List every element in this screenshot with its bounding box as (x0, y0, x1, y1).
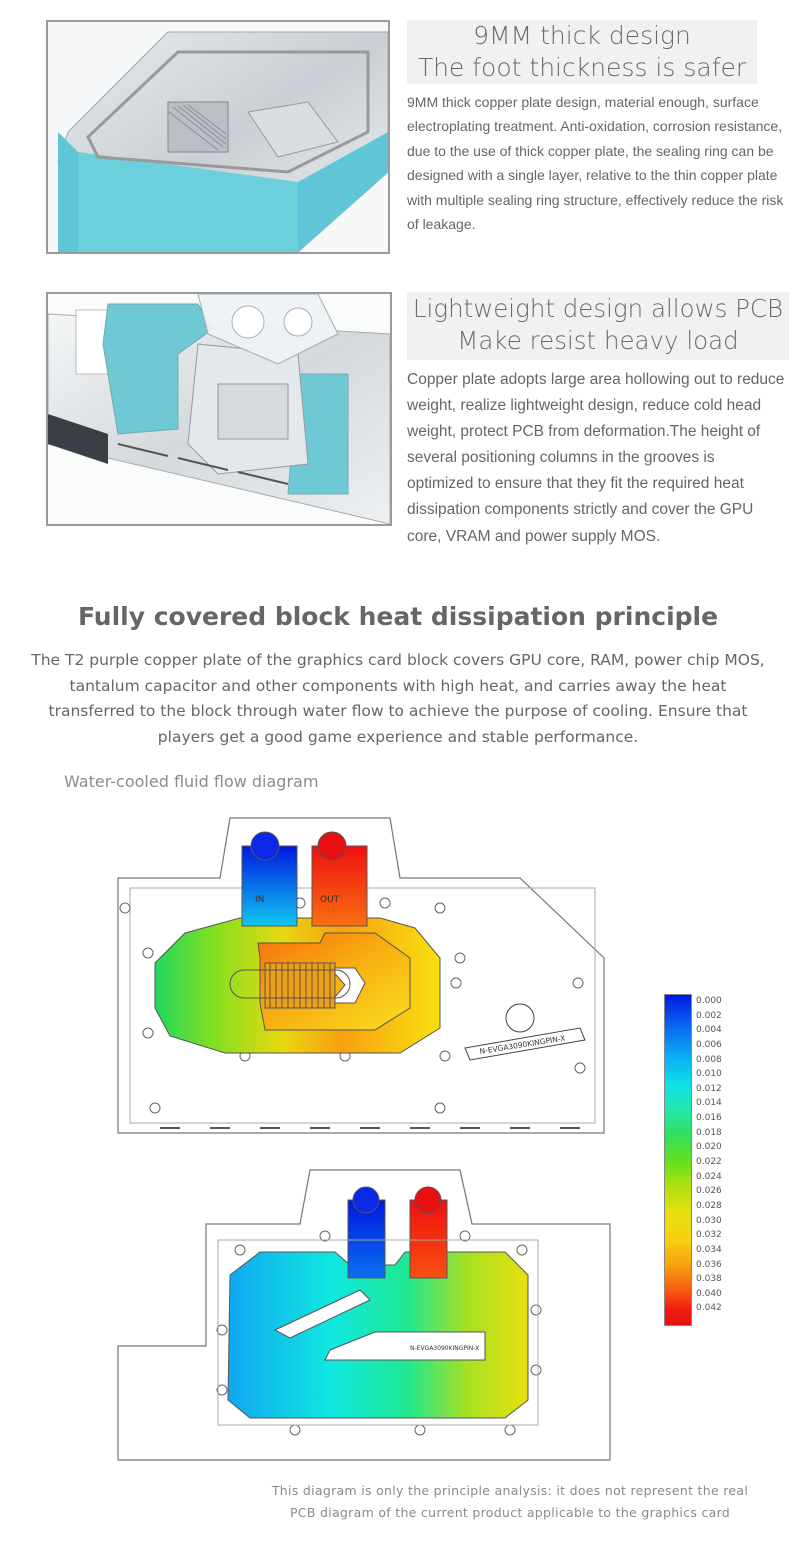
feature1-title-line1: 9MM thick design (473, 21, 691, 50)
legend-value: 0.040 (696, 1288, 722, 1299)
legend-value: 0.006 (696, 1039, 722, 1050)
legend-value: 0.012 (696, 1083, 722, 1094)
legend-value: 0.024 (696, 1171, 722, 1182)
copper-plate-photo (46, 20, 390, 254)
feature1-title-line2: The foot thickness is safer (417, 53, 747, 82)
legend-value: 0.016 (696, 1113, 722, 1124)
legend-value: 0.008 (696, 1054, 722, 1065)
legend-value: 0.030 (696, 1215, 722, 1226)
diagram-label: Water-cooled fluid flow diagram (64, 772, 319, 791)
legend-value: 0.020 (696, 1142, 722, 1153)
legend-value: 0.014 (696, 1098, 722, 1109)
legend-value: 0.022 (696, 1157, 722, 1168)
footnote-line1: This diagram is only the principle analy… (271, 1483, 749, 1498)
flow-diagram-bottom: N-EVGA3090KINGPIN-X (117, 1169, 611, 1461)
feature2-title-line1: Lightweight design allows PCB (412, 294, 784, 323)
in-port-label: IN (255, 895, 264, 905)
legend-value: 0.018 (696, 1127, 722, 1138)
feature2-description: Copper plate adopts large area hollowing… (407, 371, 785, 545)
lightweight-block-photo: KEEP IT (46, 292, 392, 526)
out-port-label: OUT (320, 895, 340, 905)
lightweight-block-illustration: KEEP IT (48, 294, 390, 524)
copper-plate-illustration (48, 22, 388, 252)
flow-diagram-top: IN OUT N-EVGA3090KINGPIN-X (117, 817, 605, 1134)
legend-labels: 0.000 0.002 0.004 0.006 0.008 0.010 0.01… (696, 994, 722, 1316)
principle-text: The T2 purple copper plate of the graphi… (31, 651, 765, 746)
legend-value: 0.034 (696, 1244, 722, 1255)
model-label-bottom: N-EVGA3090KINGPIN-X (410, 1345, 479, 1352)
legend-value: 0.042 (696, 1303, 722, 1314)
feature1-title: 9MM thick design The foot thickness is s… (407, 20, 757, 84)
legend-value: 0.010 (696, 1069, 722, 1080)
legend-value: 0.026 (696, 1186, 722, 1197)
legend-value: 0.002 (696, 1010, 722, 1021)
legend-value: 0.004 (696, 1025, 722, 1036)
principle-title: Fully covered block heat dissipation pri… (77, 602, 719, 631)
footnote-line2: PCB diagram of the current product appli… (289, 1505, 731, 1520)
legend-value: 0.032 (696, 1230, 722, 1241)
legend-value: 0.038 (696, 1274, 722, 1285)
feature2-title: Lightweight design allows PCB Make resis… (407, 292, 789, 360)
legend-value: 0.036 (696, 1259, 722, 1270)
feature1-description: 9MM thick copper plate design, material … (407, 94, 784, 233)
legend-value: 0.028 (696, 1200, 722, 1211)
footnote: This diagram is only the principle analy… (270, 1480, 750, 1524)
legend-value: 0.000 (696, 996, 722, 1006)
feature2-title-line2: Make resist heavy load (457, 326, 739, 355)
legend-color-bar (664, 994, 692, 1326)
